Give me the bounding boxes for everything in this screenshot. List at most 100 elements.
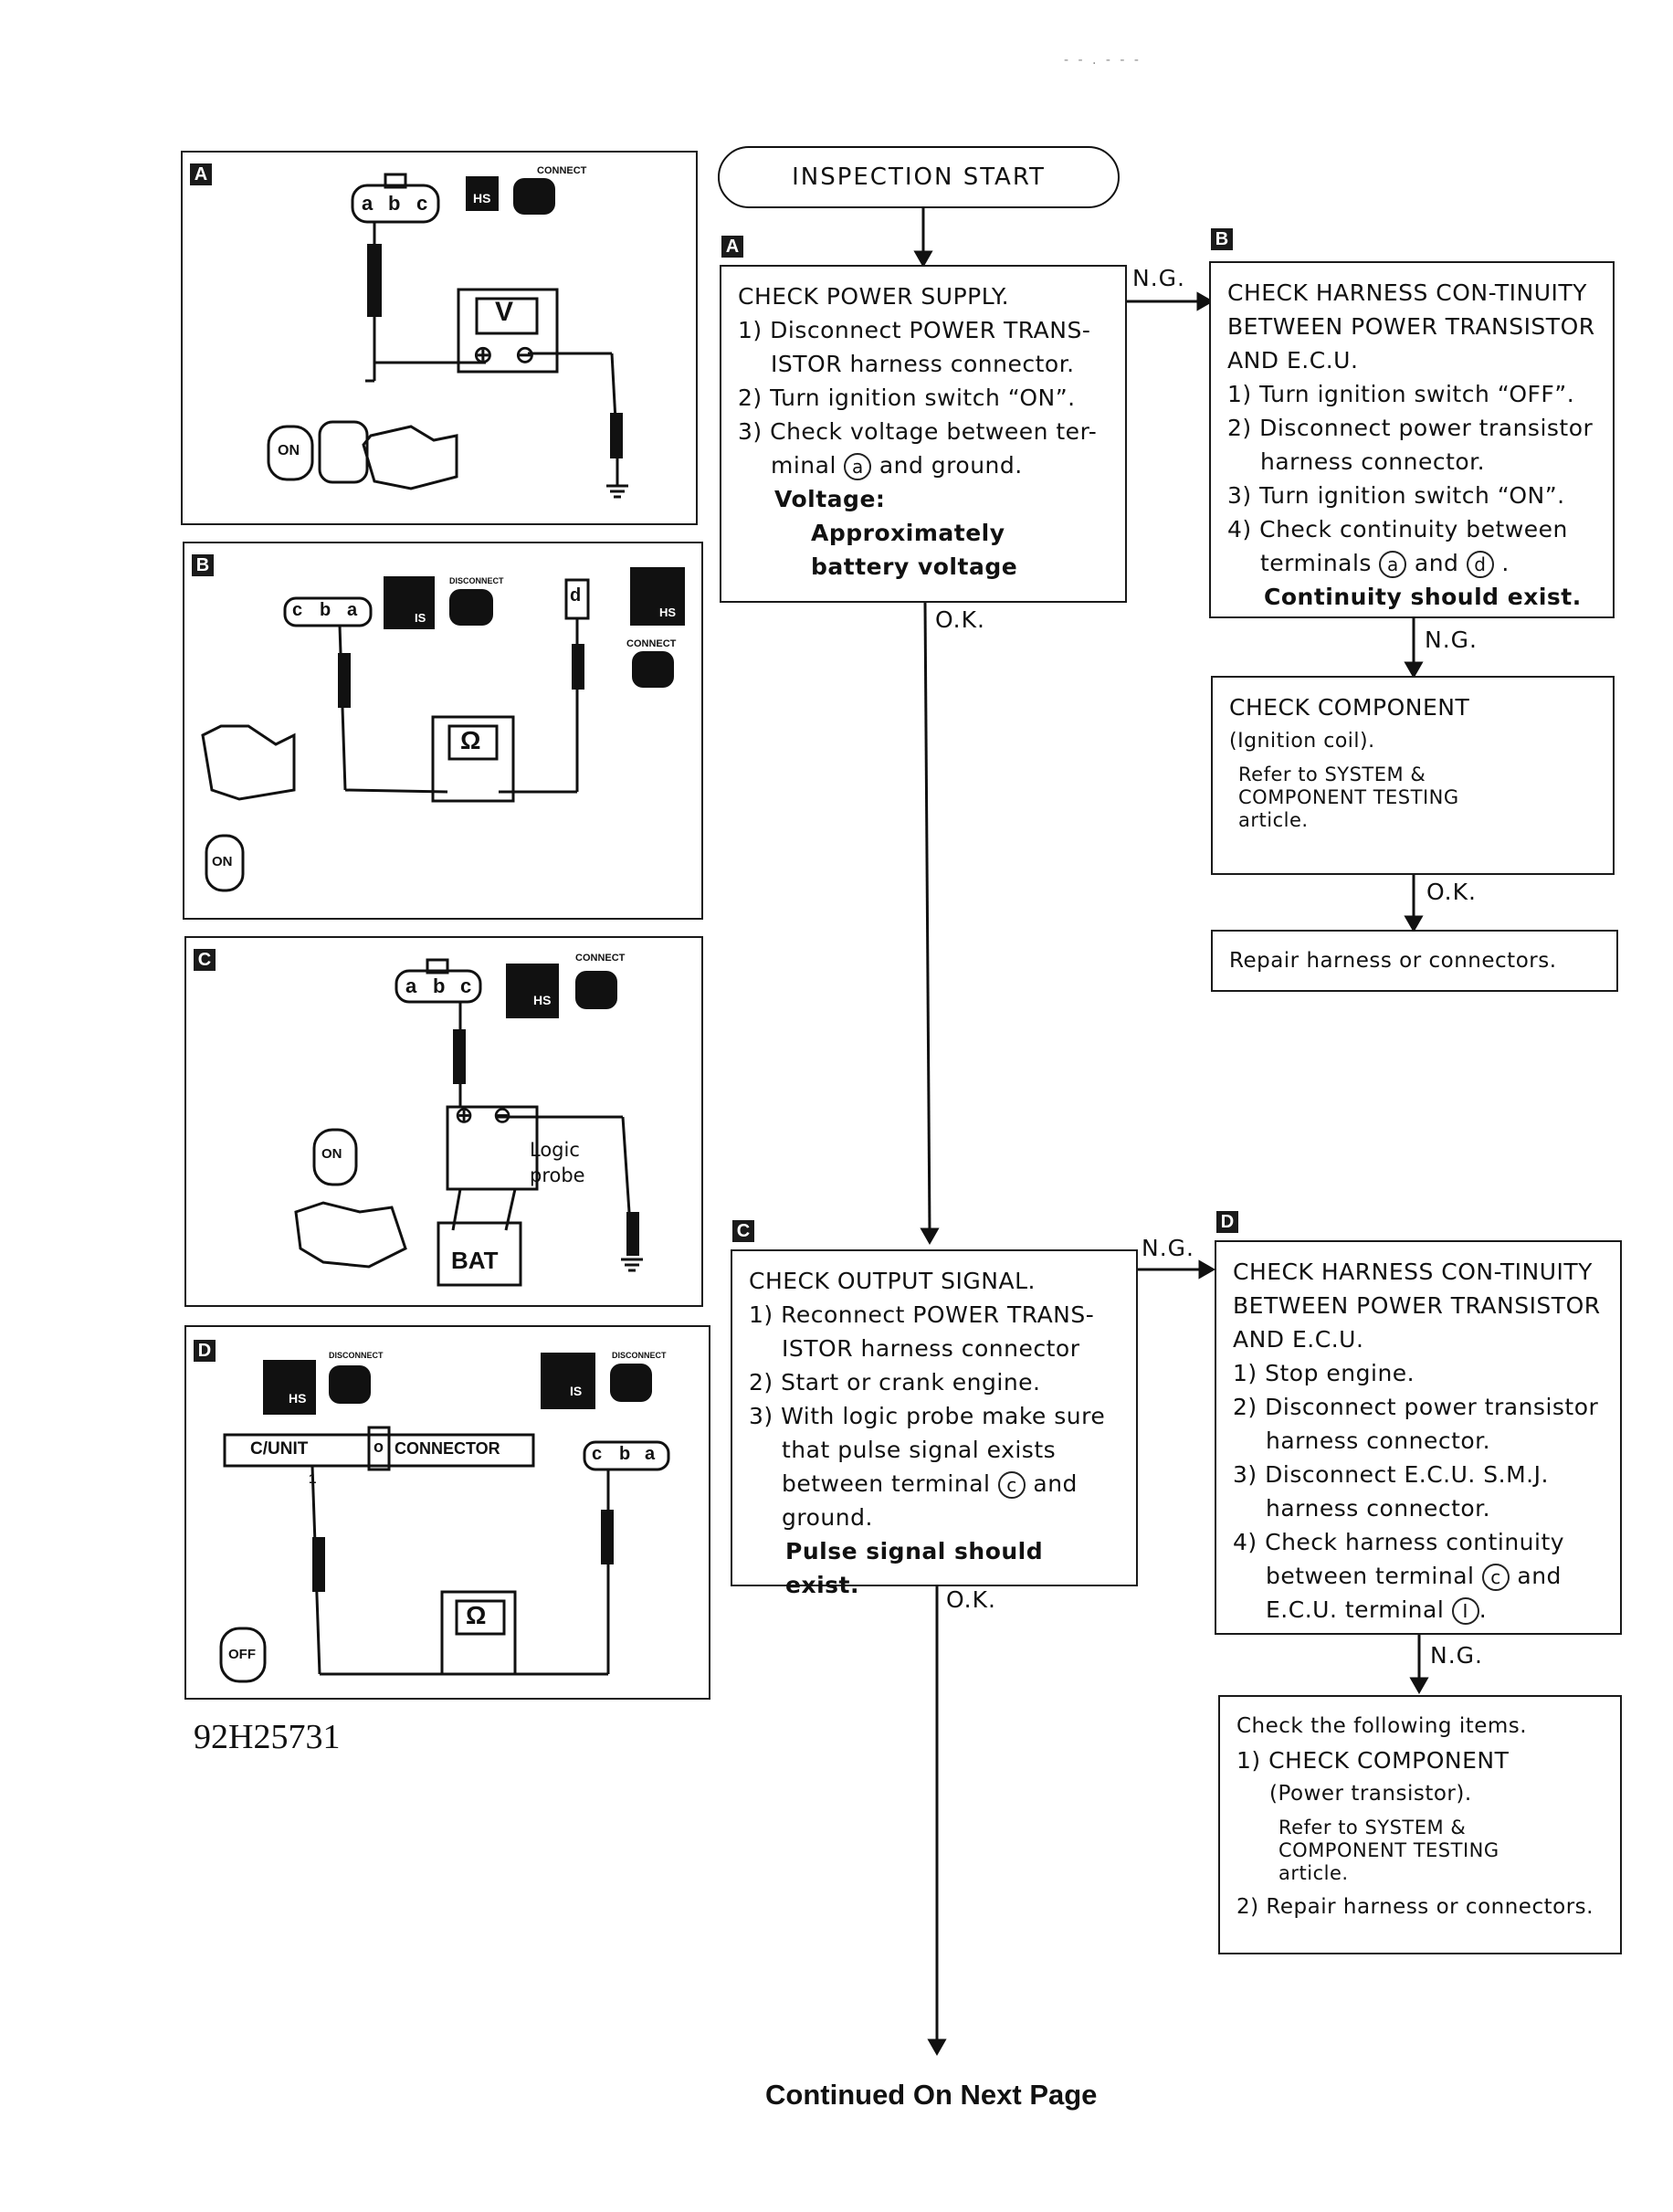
label-ok-c: O.K. [946,1586,996,1613]
panel-b: B c b a d Ω IS HS DISCONNECT CONNECT ON [183,542,703,920]
panel-d-pin-o: o [374,1438,384,1456]
panel-b-pin-d: d [570,585,582,606]
footer-continued: Continued On Next Page [765,2079,1098,2111]
flow-c-step-2: 2) Start or crank engine. [749,1369,1041,1396]
panel-d-key-off: OFF [228,1647,256,1662]
terminal-a-marker: a [1379,551,1407,578]
flow-d-title: CHECK HARNESS CON-TINUITY BETWEEN POWER … [1233,1259,1601,1353]
flow-c-step-1: 1) Reconnect POWER TRANS-ISTOR harness c… [749,1301,1095,1362]
flow-b-step-2: 2) Disconnect power transistor harness c… [1227,415,1594,475]
flow-c-tag: C [732,1220,754,1242]
component-1-ref: Refer to SYSTEM & COMPONENT TESTING arti… [1238,764,1459,831]
flow-b-step-3: 3) Turn ignition switch “ON”. [1227,482,1565,509]
final-ref: Refer to SYSTEM & COMPONENT TESTING arti… [1278,1817,1499,1884]
flow-box-b: CHECK HARNESS CON-TINUITY BETWEEN POWER … [1209,261,1615,618]
panel-d-cunit: C/UNIT [250,1439,309,1459]
panel-c-conn-a: a [405,974,417,997]
panel-c-bat: BAT [451,1247,499,1274]
panel-c-key-on: ON [321,1146,342,1162]
panel-c-minus: ⊖ [493,1103,512,1128]
panel-a-conn-a: a [362,192,374,215]
panel-c-plus: ⊕ [455,1103,474,1128]
label-ng-c: N.G. [1142,1235,1194,1261]
header-marks: - - . - - - [1064,53,1142,68]
flow-b-tag: B [1211,228,1233,250]
flow-c-step-3: 3) With logic probe make sure that pulse… [749,1403,1106,1531]
panel-d-tag: D [194,1340,216,1362]
panel-a: A a b c V ⊕ ⊖ HS CONNECT ON [181,151,698,525]
repair-1-text: Repair harness or connectors. [1229,949,1557,973]
panel-c-connect: CONNECT [575,953,626,964]
final-head: Check the following items. [1236,1714,1528,1738]
flow-b-step-1: 1) Turn ignition switch “OFF”. [1227,381,1575,407]
panel-b-conn-c: c [292,600,303,620]
panel-c-hs: HS [533,993,552,1007]
label-ok-a: O.K. [935,606,985,633]
panel-c-drawing [294,958,643,1287]
panel-d-conn-a: a [645,1444,656,1464]
final-item-1-sub: (Power transistor). [1269,1782,1472,1806]
flow-start-label: INSPECTION START [792,163,1046,191]
label-ng-a: N.G. [1132,265,1185,291]
flow-d-step-3: 3) Disconnect E.C.U. S.M.J. harness conn… [1233,1461,1549,1522]
panel-c-conn-b: b [433,974,446,997]
flow-a-step-2: 2) Turn ignition switch “ON”. [738,384,1076,411]
flow-c-title: CHECK OUTPUT SIGNAL. [749,1268,1036,1294]
panel-d-conn-b: b [619,1444,631,1464]
terminal-a-marker: a [844,453,872,480]
figure-code: 92H25731 [194,1718,341,1756]
flow-d-step-2: 2) Disconnect power transistor harness c… [1233,1394,1599,1454]
panel-a-minus: ⊖ [515,341,535,368]
flow-d-tag: D [1216,1211,1238,1233]
flow-a-step-3: 3) Check voltage between ter-minal a and… [738,418,1098,480]
panel-d-conn-c: c [592,1444,603,1464]
flow-b-result: Continuity should exist. [1264,584,1582,610]
flow-a-voltage-value: Approximately battery voltage [811,520,1018,580]
label-ok-comp1: O.K. [1426,879,1477,905]
flow-d-step-1: 1) Stop engine. [1233,1360,1415,1386]
panel-d-hs: HS [289,1391,307,1406]
panel-b-key-on: ON [212,854,233,869]
flow-box-a: CHECK POWER SUPPLY. 1) Disconnect POWER … [720,265,1127,603]
label-ng-d: N.G. [1430,1642,1483,1669]
panel-a-conn-c: c [416,192,428,215]
component-1-sub: (Ignition coil). [1229,730,1375,753]
flow-start: INSPECTION START [718,146,1120,208]
label-ng-b: N.G. [1425,627,1478,653]
terminal-c-marker: c [997,1471,1026,1499]
flow-a-title: CHECK POWER SUPPLY. [738,283,1010,310]
panel-d-disconnect-right: DISCONNECT [612,1351,667,1360]
panel-d-connector-word: CONNECTOR [395,1439,500,1458]
panel-b-tag: B [192,554,214,576]
panel-a-hs: HS [473,191,491,205]
panel-b-conn-b: b [320,600,331,620]
panel-c-probe-label: Logic probe [530,1139,585,1186]
flow-a-tag: A [721,236,743,258]
panel-d-disconnect-left: DISCONNECT [329,1351,384,1360]
terminal-d-marker: d [1466,551,1494,578]
panel-c: C a b c HS CONNECT Logic probe ⊕ ⊖ BAT O… [184,936,703,1307]
panel-d-pin-1: 1 [309,1471,317,1487]
terminal-i-marker: I [1451,1597,1479,1625]
panel-b-meter-label: Ω [460,726,481,754]
component-1-title: CHECK COMPONENT [1229,694,1470,721]
flow-b-step-4: 4) Check continuity between terminals a … [1227,516,1568,578]
flow-d-step-4: 4) Check harness continuity between term… [1233,1529,1565,1625]
panel-b-is: IS [415,611,426,625]
final-item-2: 2) Repair harness or connectors. [1236,1895,1594,1919]
panel-a-conn-b: b [388,192,401,215]
flow-c-result: Pulse signal should exist. [785,1538,1044,1598]
flow-box-component-1: CHECK COMPONENT (Ignition coil). Refer t… [1211,676,1615,875]
panel-d-is: IS [570,1384,583,1398]
panel-a-meter-label: V [495,297,514,327]
panel-b-drawing [201,567,685,892]
panel-a-tag: A [190,163,212,185]
flow-box-c: CHECK OUTPUT SIGNAL. 1) Reconnect POWER … [731,1249,1138,1598]
panel-d: D HS IS DISCONNECT DISCONNECT C/UNIT o C… [184,1325,710,1700]
panel-c-tag: C [194,949,216,971]
panel-c-conn-c: c [460,974,472,997]
panel-d-drawing [219,1353,670,1683]
flow-box-final: Check the following items. 1) CHECK COMP… [1218,1695,1622,1954]
panel-a-key-on: ON [278,443,300,458]
